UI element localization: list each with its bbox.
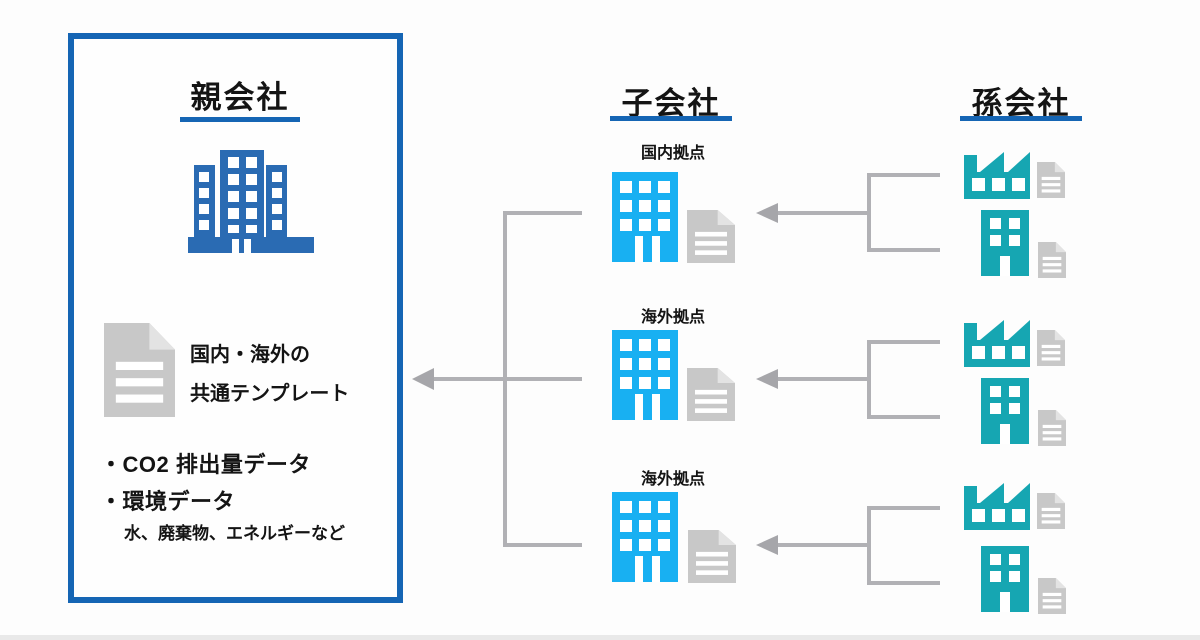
grandchild1-to-subsidiary1-connector xyxy=(756,173,940,252)
document-icon xyxy=(1037,162,1065,198)
common-template-label: 国内・海外の 共通テンプレート xyxy=(190,336,349,414)
common-template-label-line1: 国内・海外の xyxy=(190,344,310,366)
subsidiary-site-label: 国内拠点 xyxy=(640,145,705,162)
office-building-icon xyxy=(612,492,678,582)
parent-company-box xyxy=(68,33,403,603)
subsidiary-site-label: 海外拠点 xyxy=(640,471,705,488)
grandchild2-to-subsidiary2-connector xyxy=(756,340,940,419)
office-building-icon xyxy=(188,150,314,253)
bottom-edge-strip xyxy=(0,635,1200,640)
office-building-icon xyxy=(981,378,1029,444)
factory-icon xyxy=(964,152,1030,199)
document-icon xyxy=(1037,330,1065,366)
arrowhead-to-subsidiary3 xyxy=(756,535,778,555)
factory-icon xyxy=(964,483,1030,530)
arrowhead-to-subsidiary1 xyxy=(756,203,778,223)
factory-icon xyxy=(964,320,1030,367)
parent-company-title: 親会社 xyxy=(190,80,290,115)
office-building-icon xyxy=(612,172,678,262)
subsidiary-site-label: 海外拠点 xyxy=(640,309,705,326)
office-building-icon xyxy=(981,210,1029,276)
parent-title-underline xyxy=(180,117,300,122)
document-icon xyxy=(1037,493,1065,529)
subsidiary-title-underline xyxy=(610,116,732,121)
subsidiary-column-title: 子会社 xyxy=(621,86,721,121)
grandchild-column-title: 孫会社 xyxy=(971,86,1071,121)
bullet-note: 水、廃棄物、エネルギーなど xyxy=(124,524,345,543)
grandchild-title-underline xyxy=(960,116,1082,121)
document-icon xyxy=(688,530,736,583)
office-building-icon xyxy=(981,546,1029,612)
office-building-icon xyxy=(612,330,678,420)
document-icon xyxy=(1038,578,1066,614)
document-icon xyxy=(104,323,175,417)
document-icon xyxy=(1038,242,1066,278)
document-icon xyxy=(1038,410,1066,446)
grandchild3-to-subsidiary3-connector xyxy=(756,506,940,585)
document-icon xyxy=(687,368,735,421)
common-template-label-line2: 共通テンプレート xyxy=(190,383,350,405)
bullet-co2-data: ・CO2 排出量データ xyxy=(100,452,311,477)
document-icon xyxy=(687,210,735,263)
subsidiary-to-parent-connector xyxy=(412,211,582,547)
bullet-environment-data: ・環境データ xyxy=(100,489,236,514)
arrowhead-to-subsidiary2 xyxy=(756,369,778,389)
arrowhead-to-parent xyxy=(412,368,434,390)
